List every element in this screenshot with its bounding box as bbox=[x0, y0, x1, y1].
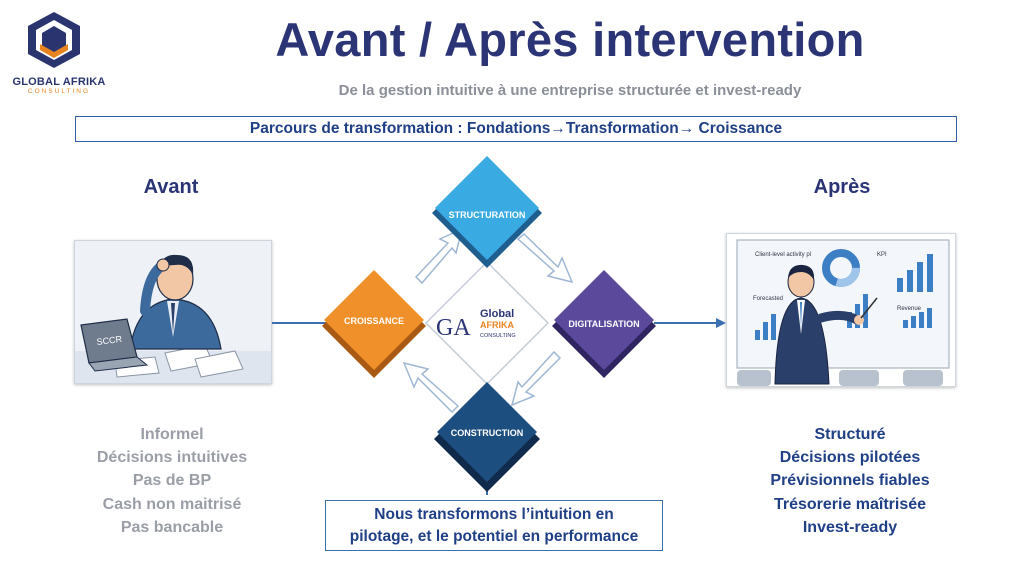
node-croissance: CROISSANCE bbox=[322, 270, 426, 378]
presenter-with-dashboard-icon: Client-level activity pl KPI Forecasted … bbox=[727, 234, 955, 386]
after-item: Invest-ready bbox=[802, 518, 898, 536]
flow-arrow-down-left-icon bbox=[510, 350, 562, 407]
page-subtitle: De la gestion intuitive à une entreprise… bbox=[338, 82, 802, 99]
before-item: Cash non maitrisé bbox=[102, 495, 242, 513]
flow-arrow-up-left-icon bbox=[402, 361, 460, 414]
bottom-message-line2: pilotage, et le potentiel en performance bbox=[349, 528, 639, 545]
before-list: Informel Décisions intuitives Pas de BP … bbox=[52, 423, 292, 539]
node-digitalisation-label: DIGITALISATION bbox=[568, 319, 639, 329]
node-structuration: STRUCTURATION bbox=[432, 156, 542, 268]
center-logo-line3: CONSULTING bbox=[480, 333, 516, 339]
after-item: Décisions pilotées bbox=[779, 449, 921, 467]
after-item: Trésorerie maîtrisée bbox=[773, 495, 927, 513]
flow-arrow-up-right-icon bbox=[414, 227, 464, 285]
center-logo-line2: AFRIKA bbox=[480, 320, 514, 330]
logo-name: GLOBAL AFRIKA bbox=[12, 76, 106, 88]
logo-emblem-icon bbox=[28, 12, 80, 68]
page-title: Avant / Après intervention bbox=[275, 13, 865, 66]
screen-label-4: Revenue bbox=[897, 306, 922, 312]
flow-arrow-down-right-icon bbox=[516, 232, 574, 284]
before-item: Informel bbox=[140, 426, 204, 443]
bottom-message-box: Nous transformons l’intuition en pilotag… bbox=[325, 500, 663, 551]
logo-subtitle: CONSULTING bbox=[27, 88, 91, 95]
after-item: Prévisionnels fiables bbox=[770, 472, 930, 490]
node-croissance-label: CROISSANCE bbox=[344, 316, 404, 326]
screen-label-1: Client-level activity pl bbox=[755, 252, 811, 258]
journey-text: Parcours de transformation : Fondations→… bbox=[249, 120, 783, 137]
center-logo: GA Global AFRIKA CONSULTING bbox=[436, 308, 516, 341]
after-item: Structuré bbox=[814, 426, 886, 443]
arrow-right-icon bbox=[716, 318, 726, 328]
node-structuration-label: STRUCTURATION bbox=[449, 210, 526, 220]
before-item: Pas de BP bbox=[132, 472, 212, 490]
journey-banner: Parcours de transformation : Fondations→… bbox=[75, 116, 957, 142]
before-illustration: SCCR bbox=[74, 240, 272, 384]
node-digitalisation: DIGITALISATION bbox=[552, 270, 656, 378]
before-item: Pas bancable bbox=[120, 518, 224, 536]
after-illustration: Client-level activity pl KPI Forecasted … bbox=[726, 233, 956, 387]
after-list: Structuré Décisions pilotées Prévisionne… bbox=[730, 423, 970, 539]
before-item: Décisions intuitives bbox=[96, 449, 248, 467]
before-title: Avant bbox=[143, 176, 199, 198]
stressed-man-at-laptop-icon: SCCR bbox=[75, 241, 271, 383]
node-construction-label: CONSTRUCTION bbox=[451, 428, 524, 438]
company-logo bbox=[10, 8, 108, 98]
screen-label-2: KPI bbox=[877, 252, 887, 258]
node-construction: CONSTRUCTION bbox=[434, 382, 540, 492]
center-monogram: GA bbox=[436, 315, 471, 341]
transformation-cycle-diagram: GA Global AFRIKA CONSULTING STRUCTURATIO… bbox=[272, 156, 726, 495]
screen-label-3: Forecasted bbox=[753, 296, 783, 302]
laptop-label: SCCR bbox=[96, 334, 123, 347]
bottom-message-line1: Nous transformons l’intuition en bbox=[374, 506, 614, 523]
after-title: Après bbox=[813, 176, 871, 198]
center-logo-line1: Global bbox=[480, 308, 514, 320]
